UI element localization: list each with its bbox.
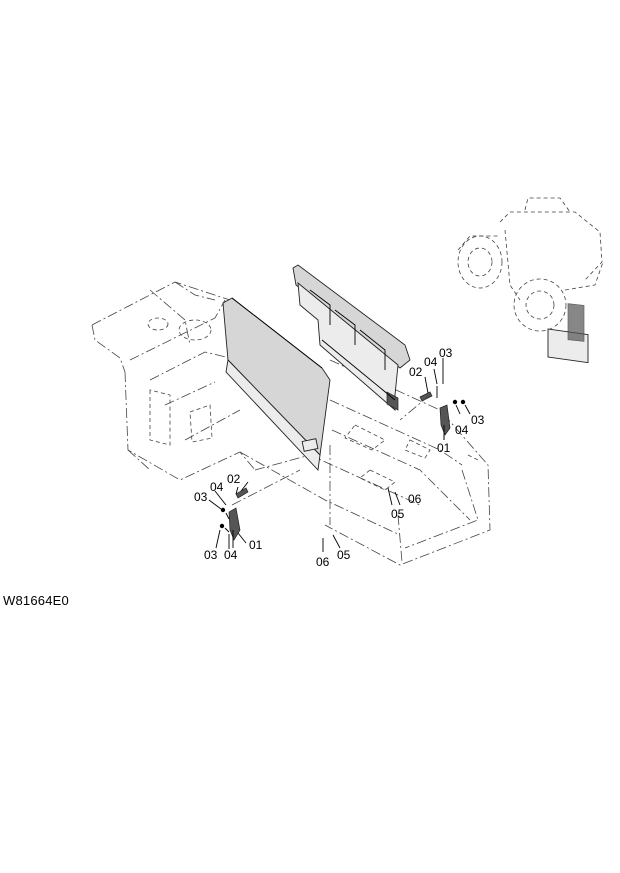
callout-04-right-b: 04 [455,423,469,437]
callout-04-left-a: 04 [210,480,224,494]
callout-02-right: 02 [409,365,423,379]
callout-01-right: 01 [437,441,451,455]
callout-03-right-a: 03 [439,346,453,360]
callout-05-mid: 05 [337,548,351,562]
latch-assembly-right [399,358,471,440]
main-frame [91,281,491,566]
drawing-code: W81664E0 [3,593,69,608]
callout-02-left: 02 [227,472,241,486]
callout-01-left: 01 [249,538,263,552]
machine-overview-inset [457,197,604,364]
latch-assembly-left [208,469,301,549]
callout-05-right: 05 [391,507,405,521]
rear-cover-panel [292,264,411,411]
callout-labels: 02 04 03 01 03 04 06 05 05 06 02 04 03 0… [194,346,485,569]
callout-04-right-a: 04 [424,355,438,369]
side-cover-panel [222,297,331,471]
callout-03-right-b: 03 [471,413,485,427]
cover-mount-leaders [322,487,401,552]
callout-03-left-b: 03 [204,548,218,562]
callout-06-right: 06 [408,492,422,506]
callout-04-left-b: 04 [224,548,238,562]
callout-03-left-a: 03 [194,490,208,504]
callout-06-mid: 06 [316,555,330,569]
